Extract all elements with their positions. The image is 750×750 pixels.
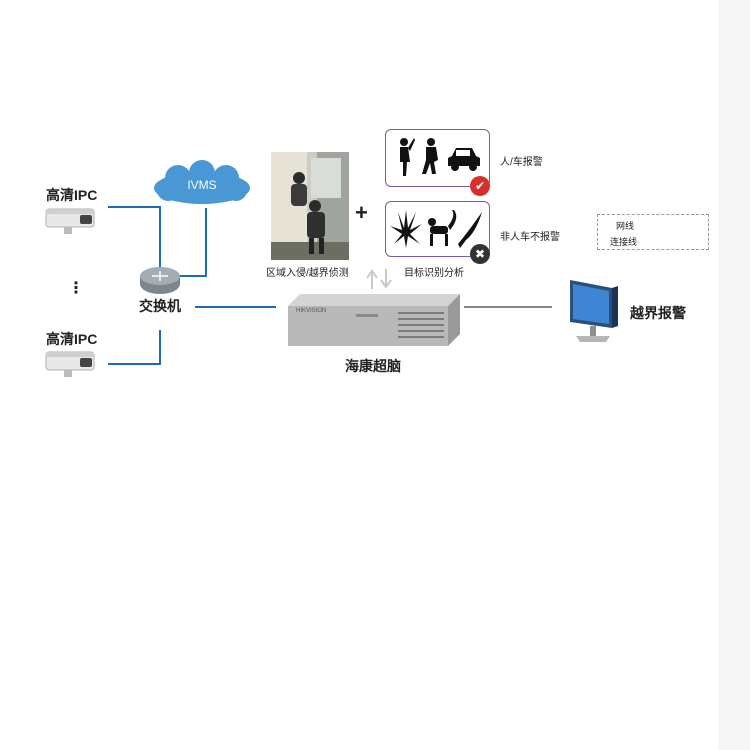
ipc-top-label: 高清IPC [46,187,98,203]
server-brand: HIKVISION [296,308,327,314]
monitor-icon [570,280,618,342]
page-edge-strip [718,0,750,750]
alarm-label: 人/车报警 [500,157,543,168]
server-icon [288,294,460,346]
network-line-ipc-bottom [108,330,161,365]
more-cameras-ellipsis: ⋮ [68,280,84,297]
photo-caption: 区域入侵/越界侦测 [266,268,349,279]
no-alarm-label: 非人车不报警 [500,232,560,243]
plus-sign: + [355,200,368,225]
legend-network-label: 网线 [616,221,635,231]
check-icon: ✔ [470,176,490,196]
switch-icon [140,267,180,294]
alarm-target-panel [385,129,490,187]
network-line-ipc-top [108,206,161,272]
analysis-caption: 目标识别分析 [404,268,464,279]
intrusion-photo [271,152,349,260]
exchange-arrows-icon [366,269,392,289]
network-line-ivms [176,208,207,277]
monitor-label: 越界报警 [630,305,686,321]
switch-label: 交换机 [139,298,181,314]
legend: 网线 连接线 [597,214,709,250]
camera-icon [45,208,95,234]
person-vehicle-icon [400,138,480,176]
plant-animal-bird-icon [390,210,482,248]
camera-icon [45,351,95,377]
cross-icon: ✖ [470,244,490,264]
server-label: 海康超脑 [345,358,401,374]
ipc-bottom-label: 高清IPC [46,331,98,347]
cloud-icon [154,160,250,204]
ivms-label: IVMS [187,178,217,192]
legend-connection-label: 连接线 [610,237,638,247]
